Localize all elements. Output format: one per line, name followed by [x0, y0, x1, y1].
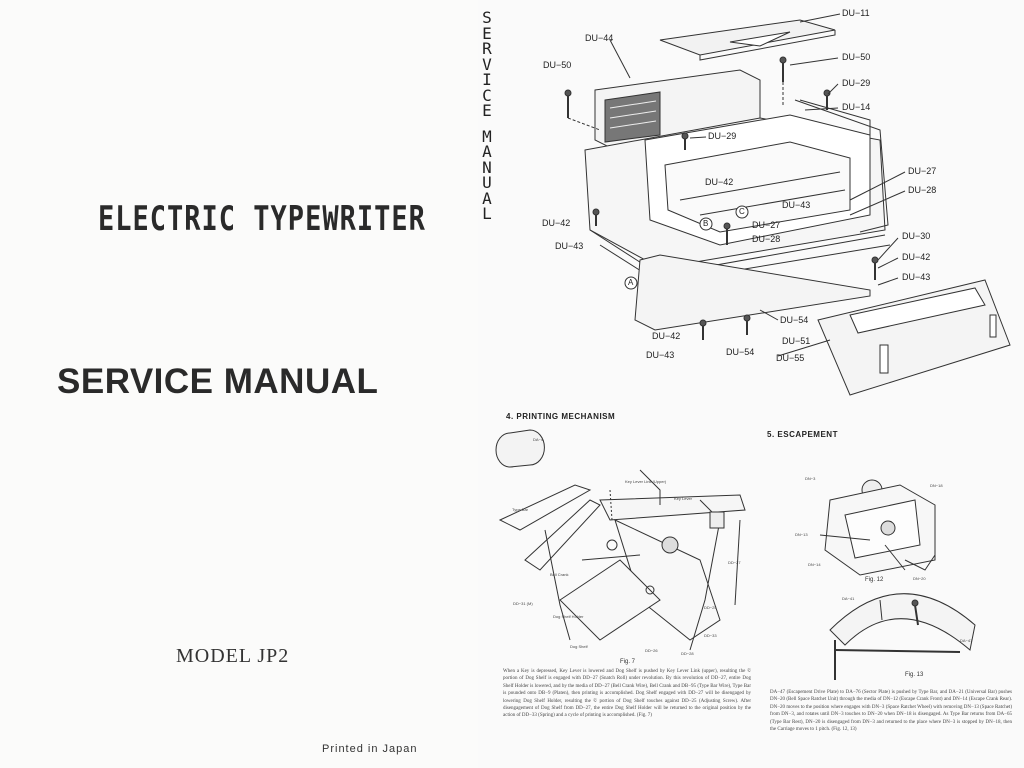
callout: DA−4 [533, 437, 544, 442]
vertical-letter: A [482, 188, 492, 208]
vertical-letter: E [482, 101, 492, 120]
exploded-view-drawing [564, 13, 1011, 396]
label-du-28: DU−28 [908, 185, 937, 195]
escapement-description: DA−47 (Escapement Drive Plate) to DA−76 … [770, 690, 1012, 733]
vertical-letter: M [482, 126, 492, 146]
marker-c: C [739, 207, 745, 216]
callout: DD−31 (M) [513, 601, 533, 606]
callout: DA−41 [842, 596, 855, 601]
callout: DN−13 [795, 532, 808, 537]
label-du-30: DU−30 [902, 231, 931, 241]
vertical-letter: S [482, 8, 492, 27]
label-du-42: DU−42 [902, 252, 931, 262]
callout: Type Bar [512, 507, 529, 512]
label-du-43: DU−43 [782, 200, 811, 210]
label-du-11: DU−11 [842, 8, 870, 18]
label-du-42: DU−42 [652, 331, 681, 341]
label-du-54: DU−54 [780, 315, 809, 325]
vertical-letter: I [482, 70, 492, 89]
vertical-letter: A [482, 142, 492, 161]
printing-description: When a Key is depressed, Key Lever is lo… [503, 669, 751, 719]
label-du-29: DU−29 [708, 131, 737, 141]
printed-note: Printed in Japan [322, 743, 418, 755]
callout: Dog Shelf Holder [553, 614, 584, 619]
callout: DD−33 [704, 633, 717, 638]
label-du-54: DU−54 [726, 347, 755, 357]
label-du-42: DU−42 [705, 177, 734, 187]
figure-caption-13: Fig. 13 [905, 672, 924, 678]
callout: DN−18 [930, 483, 943, 488]
vertical-letter: V [482, 54, 492, 74]
model-name: MODEL JP2 [176, 645, 290, 667]
label-du-42: DU−42 [542, 218, 571, 228]
callout: DN−14 [808, 562, 821, 567]
callout: DN−20 [913, 576, 926, 581]
label-du-43: DU−43 [902, 272, 931, 282]
label-du-27: DU−27 [752, 220, 781, 230]
label-du-29: DU−29 [842, 78, 871, 88]
callout: Dog Shelf [570, 644, 588, 649]
callout: Bell Crank [550, 572, 569, 577]
label-du-14: DU−14 [842, 102, 871, 112]
label-du-43: DU−43 [646, 350, 675, 360]
vertical-letter: U [482, 173, 492, 192]
section-heading-printing: 4. PRINTING MECHANISM [506, 412, 616, 421]
section-heading-escapement: 5. ESCAPEMENT [767, 430, 838, 439]
callout: DA−47 [960, 638, 973, 643]
label-du-27: DU−27 [908, 166, 937, 176]
callout: Key Lever Link (Upper) [625, 479, 667, 484]
vertical-letter: R [482, 39, 492, 58]
callout: DD−28 [681, 651, 694, 656]
cover-title: ELECTRIC TYPEWRITER [98, 200, 426, 239]
vertical-title: S E R V I C E M A N U A L [480, 10, 494, 222]
cover-page: ELECTRIC TYPEWRITER SERVICE MANUAL MODEL… [0, 0, 478, 768]
callout: DN−3 [805, 476, 816, 481]
figure-caption-12: Fig. 12 [865, 577, 884, 583]
label-du-50: DU−50 [842, 52, 871, 62]
cover-heading: SERVICE MANUAL [57, 362, 379, 401]
figure-caption-7: Fig. 7 [620, 659, 636, 665]
vertical-letter: C [482, 85, 492, 105]
vertical-letter: L [482, 204, 492, 223]
label-du-44: DU−44 [585, 33, 614, 43]
label-du-43: DU−43 [555, 241, 584, 251]
marker-a: A [628, 278, 634, 287]
label-du-28: DU−28 [752, 234, 781, 244]
callout: DD−26 [645, 648, 658, 653]
label-du-55: DU−55 [776, 353, 805, 363]
callout: Key Lever [674, 496, 693, 501]
vertical-letter: N [482, 157, 492, 177]
label-du-50: DU−50 [543, 60, 572, 70]
vertical-letter: E [482, 23, 492, 43]
label-du-51: DU−51 [782, 336, 811, 346]
callout: DD−25 [704, 605, 717, 610]
callout: DD−27 [728, 560, 741, 565]
marker-b: B [703, 219, 709, 228]
